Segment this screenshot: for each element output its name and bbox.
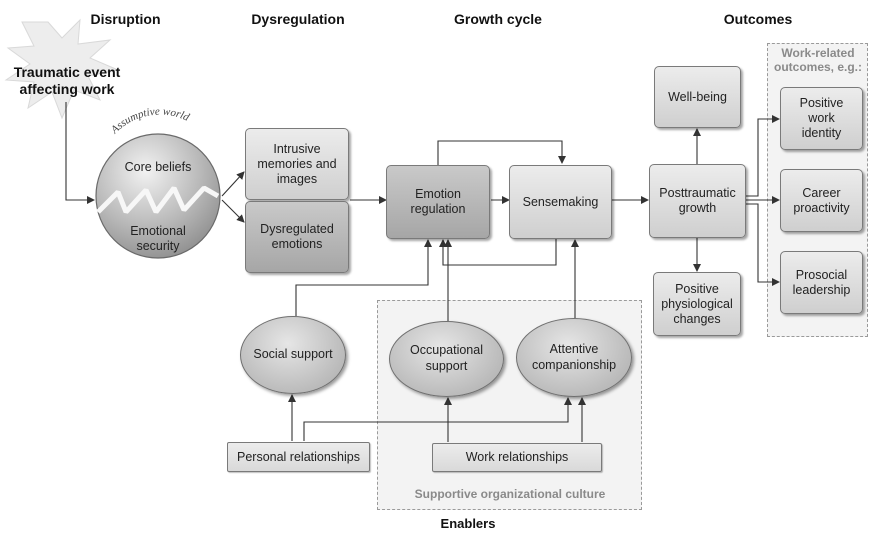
arrow-social-to-emotion [295,239,432,316]
header-outcomes: Outcomes [723,11,793,27]
header-disruption: Disruption [90,11,161,27]
sensemaking-box: Sensemaking [509,165,612,239]
emotional-security-label: Emotional security [130,224,186,253]
supportive-culture-label: Supportive organizational culture [414,487,606,501]
work-relationships-box: Work relationships [432,443,602,472]
arrow-ptg-to-identity [746,115,780,197]
core-beliefs-label: Core beliefs [124,160,192,174]
crack-line [96,185,220,214]
arrow-loop-bottom [439,238,557,266]
arrow-personal-to-attentive [303,397,572,441]
traumatic-event-label: Traumatic event affecting work [13,64,121,97]
header-growth-cycle: Growth cycle [454,11,542,27]
assumptive-world-arc-label: Assumptive world [108,106,191,137]
personal-relationships-box: Personal relationships [227,442,370,472]
starburst-shape [4,18,120,120]
arrow-loop-top [437,140,566,165]
social-support-ellipse: Social support [240,316,346,394]
arrow-ptg-to-prosocial [746,203,780,286]
arrow-trauma-to-sphere [65,102,95,204]
header-enablers: Enablers [440,516,496,531]
arrow-sphere-to-intrusive [221,171,245,197]
header-dysregulation: Dysregulation [251,11,345,27]
assumptive-world-sphere [95,133,221,259]
work-related-outcomes-label: Work-related outcomes, e.g.: [773,46,862,75]
wellbeing-box: Well-being [654,66,741,128]
arrow-sphere-to-dysregulated [221,199,245,223]
